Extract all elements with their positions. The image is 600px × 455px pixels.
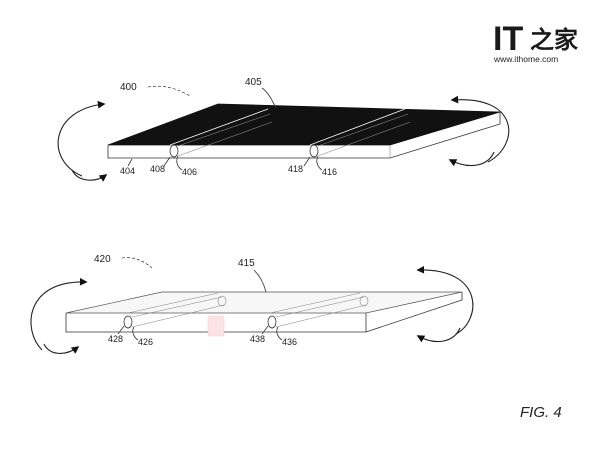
device-bottom-panel [65, 291, 463, 314]
ref-438: 438 [250, 334, 265, 344]
ref-408: 408 [150, 164, 165, 174]
faint-center-mark [207, 315, 225, 337]
device-bottom: 420 415 428 426 438 436 [30, 254, 474, 354]
device-top-panel [107, 103, 501, 146]
ref-426: 426 [138, 337, 153, 347]
rotation-arrow-bottom-left-down [43, 343, 80, 354]
figure-label: FIG. 4 [520, 404, 562, 421]
ref-436: 436 [282, 337, 297, 347]
rotation-arrow-top-left-down [71, 169, 108, 182]
ref-428: 428 [108, 334, 123, 344]
ref-420: 420 [94, 254, 111, 265]
device-top: 400 405 404 408 406 418 416 [57, 77, 510, 182]
device-bottom-hinge-right [267, 295, 369, 329]
rotation-arrow-bottom-left-up [30, 277, 88, 351]
rotation-arrow-top-right-up [450, 95, 510, 163]
ref-400: 400 [120, 82, 137, 93]
ref-404: 404 [120, 166, 135, 176]
rotation-arrow-top-right-down [448, 151, 495, 167]
device-top-seam-right [309, 108, 406, 146]
rotation-arrow-bottom-right-up [416, 265, 474, 335]
ref-405: 405 [245, 77, 262, 88]
device-top-hinge-left [169, 113, 273, 158]
device-bottom-hinge-left [123, 295, 227, 329]
ref-406: 406 [182, 167, 197, 177]
watermark-logo: IT 之家 www.ithome.com [493, 20, 578, 64]
ref-416: 416 [322, 167, 337, 177]
watermark-brand-latin: IT [493, 20, 523, 58]
device-top-seam-left [169, 108, 269, 146]
watermark-brand-cn: 之家 [530, 26, 578, 54]
ref-418: 418 [288, 164, 303, 174]
watermark-url: www.ithome.com [493, 54, 558, 64]
device-top-hinge-right [309, 113, 411, 158]
rotation-arrow-top-left-up [57, 100, 106, 177]
ref-415: 415 [238, 258, 255, 269]
rotation-arrow-bottom-right-down [416, 327, 461, 343]
